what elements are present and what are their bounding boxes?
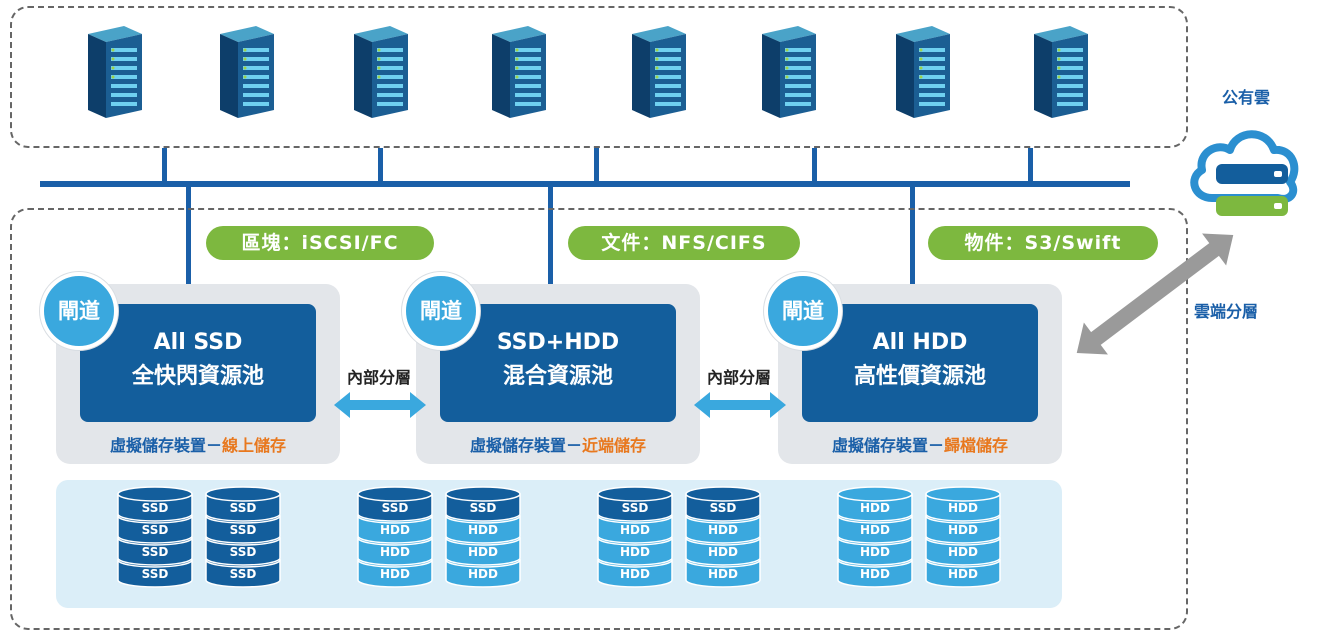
cloud-server-icon: [1190, 130, 1299, 216]
server-icon: [220, 26, 274, 118]
disk-label: SSD: [230, 501, 257, 515]
pool-caption: 虛擬儲存裝置－線上儲存: [56, 432, 340, 456]
gateway-badge: 閘道: [40, 272, 118, 350]
server-group-frame: [10, 6, 1188, 148]
disk-label: SSD: [230, 523, 257, 537]
protocol-file-label: 文件：NFS/CIFS: [568, 226, 800, 260]
caption-highlight: 近端儲存: [582, 436, 647, 455]
connector-line: [910, 184, 915, 286]
protocol-block-label: 區塊：iSCSI/FC: [206, 226, 434, 260]
disk-label: SSD: [230, 545, 257, 559]
cloud-tier-arrow-icon: [1076, 233, 1234, 355]
disk-ssd: SSD: [685, 486, 761, 522]
pool-subtitle: 全快閃資源池: [131, 364, 264, 389]
pool-subtitle: 混合資源池: [502, 364, 613, 389]
disk-stack: HDD HDD HDD SSD: [444, 486, 522, 606]
protocol-object-label: 物件：S3/Swift: [928, 226, 1158, 260]
connector-line: [812, 148, 817, 184]
disk-label: SSD: [622, 501, 649, 515]
disk-stack: SSD SSD SSD SSD: [204, 486, 282, 606]
caption-prefix: 虛擬儲存裝置－: [469, 436, 582, 455]
pool-subtitle: 高性價資源池: [853, 364, 986, 389]
cloud-tier-label: 雲端分層: [1194, 302, 1259, 321]
disk-stack: HDD HDD HDD SSD: [684, 486, 762, 606]
disk-label: SSD: [710, 501, 737, 515]
caption-highlight: 歸檔儲存: [944, 436, 1009, 455]
pool-title: SSD+HDD: [496, 330, 620, 355]
server-icon: [492, 26, 546, 118]
disk-label: SSD: [142, 523, 169, 537]
pool-box-hybrid: SSD+HDD 混合資源池: [440, 304, 676, 422]
caption-highlight: 線上儲存: [222, 436, 287, 455]
pool-caption: 虛擬儲存裝置－近端儲存: [416, 432, 700, 456]
disk-label: HDD: [380, 545, 410, 559]
server-icon: [1034, 26, 1088, 118]
server-icon: [632, 26, 686, 118]
disk-label: HDD: [380, 567, 410, 581]
disk-label: SSD: [382, 501, 409, 515]
pool-caption: 虛擬儲存裝置－歸檔儲存: [778, 432, 1062, 456]
disk-stack: HDD HDD HDD SSD: [356, 486, 434, 606]
disk-label: HDD: [860, 545, 890, 559]
public-cloud-label: 公有雲: [1222, 88, 1271, 107]
disk-label: HDD: [620, 567, 650, 581]
disk-hdd: HDD: [925, 486, 1001, 522]
disk-ssd: SSD: [445, 486, 521, 522]
disk-label: HDD: [380, 523, 410, 537]
disk-hdd: HDD: [837, 486, 913, 522]
server-icon: [354, 26, 408, 118]
disk-stack: HDD HDD HDD SSD: [596, 486, 674, 606]
server-icon: [88, 26, 142, 118]
disk-label: SSD: [470, 501, 497, 515]
disk-label: SSD: [230, 567, 257, 581]
connector-line: [378, 148, 383, 184]
disk-label: HDD: [620, 523, 650, 537]
disk-label: HDD: [860, 523, 890, 537]
disk-label: SSD: [142, 501, 169, 515]
storage-cluster-frame: [10, 208, 1188, 630]
disk-label: HDD: [860, 567, 890, 581]
caption-prefix: 虛擬儲存裝置－: [831, 436, 944, 455]
disk-label: HDD: [860, 501, 890, 515]
disk-stack: HDD HDD HDD HDD: [836, 486, 914, 606]
disk-label: HDD: [948, 567, 978, 581]
network-bus: [40, 181, 1130, 187]
disk-label: HDD: [708, 545, 738, 559]
caption-prefix: 虛擬儲存裝置－: [109, 436, 222, 455]
internal-tier-label: 內部分層: [706, 368, 771, 387]
connector-line: [162, 148, 167, 184]
disk-label: HDD: [468, 523, 498, 537]
connector-line: [548, 184, 553, 286]
pool-title: All SSD: [153, 330, 243, 355]
disk-label: HDD: [708, 523, 738, 537]
disk-label: HDD: [948, 501, 978, 515]
disk-ssd: SSD: [117, 486, 193, 522]
disk-stack: SSD SSD SSD SSD: [116, 486, 194, 606]
disk-label: SSD: [142, 567, 169, 581]
disk-label: HDD: [948, 545, 978, 559]
disk-stack: HDD HDD HDD HDD: [924, 486, 1002, 606]
disk-ssd: SSD: [205, 486, 281, 522]
pool-title: All HDD: [872, 330, 968, 355]
disk-label: HDD: [620, 545, 650, 559]
pool-box-all-ssd: All SSD 全快閃資源池: [80, 304, 316, 422]
disk-label: HDD: [948, 523, 978, 537]
connector-line: [594, 148, 599, 184]
bidirectional-arrow-icon: [694, 392, 786, 418]
gateway-badge: 閘道: [402, 272, 480, 350]
bidirectional-arrow-icon: [334, 392, 426, 418]
connector-line: [186, 184, 191, 286]
internal-tier-label: 內部分層: [346, 368, 411, 387]
disk-label: HDD: [468, 545, 498, 559]
connector-line: [1028, 148, 1033, 184]
disk-label: HDD: [468, 567, 498, 581]
pool-box-all-hdd: All HDD 高性價資源池: [802, 304, 1038, 422]
disk-ssd: SSD: [357, 486, 433, 522]
disk-ssd: SSD: [597, 486, 673, 522]
disk-label: HDD: [708, 567, 738, 581]
server-icon: [896, 26, 950, 118]
gateway-badge: 閘道: [764, 272, 842, 350]
server-icon: [762, 26, 816, 118]
disk-label: SSD: [142, 545, 169, 559]
